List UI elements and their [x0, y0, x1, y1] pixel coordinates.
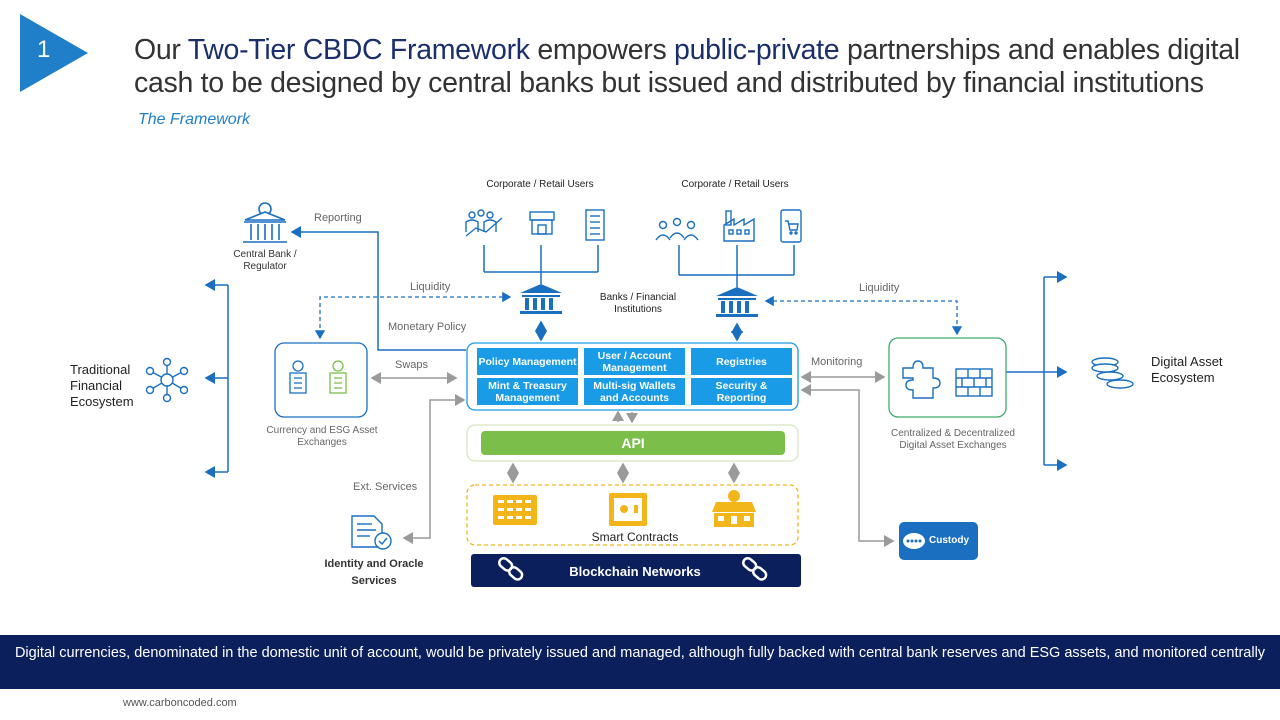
liquidity-right-connector [764, 295, 963, 336]
mint-treasury-module: Mint & Treasury Management [477, 378, 578, 405]
api-label: API [621, 435, 645, 451]
storefront-icon [529, 211, 555, 235]
chip-icon [493, 495, 537, 525]
document-check-icon [351, 515, 392, 550]
api-bar [481, 431, 785, 455]
bank-core-arrows [535, 320, 743, 342]
security-reporting-module: Security & Reporting [691, 378, 792, 405]
coin-shop-icon [712, 490, 756, 527]
centralized-exchanges-label: Centralized & Decentralized Digital Asse… [891, 428, 1015, 451]
user-account-module: User / Account Management [584, 348, 685, 375]
slide-number: 1 [20, 14, 88, 92]
puzzle-icon [902, 360, 941, 399]
liquidity-right-label: Liquidity [859, 282, 900, 294]
traditional-ecosystem-label: Traditional Financial Ecosystem [70, 362, 134, 409]
traditional-bracket [204, 279, 229, 478]
custody-icon [903, 533, 925, 549]
title-part2: empowers [529, 34, 675, 66]
swaps-label: Swaps [395, 359, 429, 371]
ext-services-label: Ext. Services [353, 481, 418, 493]
people-chart-icon [465, 209, 503, 237]
slide-arrow-icon [20, 14, 88, 92]
currency-esg-label: Currency and ESG Asset Exchanges [266, 425, 378, 448]
currency-exchange-box [274, 342, 368, 418]
digital-asset-ecosystem-label: Digital Asset Ecosystem [1151, 354, 1223, 385]
brick-wall-icon [955, 368, 993, 397]
central-bank-icon [243, 202, 287, 243]
monetary-policy-label: Monetary Policy [388, 321, 467, 333]
custody-label: Custody [929, 535, 969, 546]
bank-icon-left [520, 284, 562, 314]
corporate-users-right-label: Corporate / Retail Users [681, 179, 789, 190]
gray-connectors [370, 371, 895, 547]
users-left-tree [483, 245, 599, 284]
blockchain-bar [471, 554, 801, 587]
corporate-users-left-label: Corporate / Retail Users [486, 179, 594, 190]
dollar-building-icon-blue [289, 360, 307, 394]
title-part1: Our [134, 34, 188, 66]
safe-icon [609, 493, 647, 526]
mobile-cart-icon [780, 209, 802, 243]
smart-contracts-label: Smart Contracts [591, 530, 679, 544]
policy-management-module: Policy Management [477, 348, 578, 375]
users-right-tree [678, 245, 795, 287]
title-highlight-framework: Two-Tier CBDC Framework [187, 34, 530, 66]
blockchain-networks-label: Blockchain Networks [569, 564, 701, 579]
central-bank-label: Central Bank / Regulator [233, 249, 297, 272]
reporting-connector [290, 226, 466, 351]
monitoring-label: Monitoring [811, 356, 863, 368]
group-icon [655, 217, 699, 241]
footer-text: Digital currencies, denominated in the d… [14, 645, 1266, 661]
multisig-wallets-module: Multi-sig Wallets and Accounts [584, 378, 685, 405]
coins-icon [1091, 357, 1134, 389]
registries-module: Registries [691, 348, 792, 375]
custody-box [899, 522, 978, 560]
office-building-icon [585, 209, 605, 241]
footer-banner: Digital currencies, denominated in the d… [0, 635, 1280, 689]
dollar-building-icon-green [329, 360, 347, 394]
title-part3: partnerships and enables digital cash to… [134, 34, 1240, 99]
reporting-label: Reporting [314, 212, 362, 224]
liquidity-left-label: Liquidity [410, 281, 451, 293]
liquidity-left-connector [314, 291, 512, 340]
subtitle: The Framework [138, 111, 251, 128]
banks-label: Banks / Financial Institutions [599, 292, 677, 315]
bank-icon-right [716, 287, 758, 317]
identity-oracle-label: Identity and Oracle Services [324, 558, 424, 587]
page-title: Our Two-Tier CBDC Framework empowers pub… [134, 34, 1264, 100]
chain-link-icon-right [742, 557, 768, 581]
digital-bracket [1006, 271, 1068, 471]
network-icon [145, 357, 189, 403]
factory-icon [723, 210, 755, 242]
slide-number-text: 1 [37, 36, 51, 63]
footer-url: www.carboncoded.com [123, 697, 237, 709]
title-highlight-public-private: public-private [674, 34, 840, 66]
digital-exchange-box [888, 337, 1007, 418]
chain-link-icon-left [498, 557, 524, 581]
